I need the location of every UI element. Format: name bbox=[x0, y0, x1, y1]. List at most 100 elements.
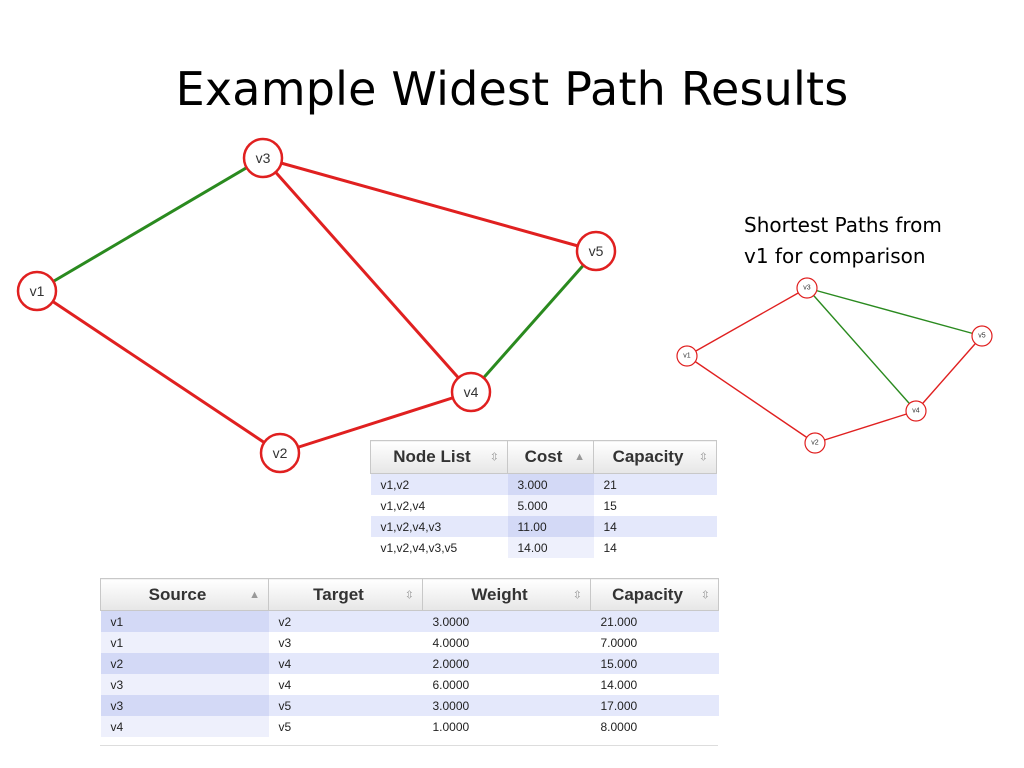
capacity-cell: 8.0000 bbox=[590, 716, 719, 737]
table-row[interactable]: v1 v2 3.0000 21.000 bbox=[100, 610, 719, 632]
source-cell: v3 bbox=[100, 674, 269, 695]
node-v2[interactable]: v2 bbox=[259, 432, 301, 474]
node-v3[interactable]: v3 bbox=[796, 277, 818, 299]
capacity-cell: 14 bbox=[593, 516, 717, 537]
node-circle bbox=[16, 270, 58, 312]
widest-path-graph: v1 v2 v3 v4 v5 bbox=[16, 137, 617, 474]
node-list-cell: v1,v2,v4 bbox=[370, 495, 508, 516]
cost-cell: 14.00 bbox=[507, 537, 594, 558]
table-row[interactable]: v2 v4 2.0000 15.000 bbox=[100, 653, 719, 674]
column-header-label: Capacity bbox=[612, 447, 684, 466]
node-circle bbox=[796, 277, 818, 299]
node-label: v3 bbox=[256, 150, 271, 166]
node-v5[interactable]: v5 bbox=[575, 230, 617, 272]
node-v5[interactable]: v5 bbox=[971, 325, 993, 347]
column-header-capacity[interactable]: Capacity⇳ bbox=[593, 440, 717, 474]
edge-v1-v3-red bbox=[686, 287, 808, 357]
node-list-cell: v1,v2,v4,v3,v5 bbox=[370, 537, 508, 558]
sort-asc-icon: ▲ bbox=[249, 588, 260, 601]
node-circle bbox=[450, 371, 492, 413]
table-row[interactable]: v1 v3 4.0000 7.0000 bbox=[100, 632, 719, 653]
node-label: v4 bbox=[912, 408, 920, 415]
comparison-caption: Shortest Paths from v1 for comparison bbox=[744, 210, 1004, 272]
node-label: v4 bbox=[464, 384, 479, 400]
node-label: v1 bbox=[30, 283, 45, 299]
weight-cell: 3.0000 bbox=[422, 695, 591, 716]
source-cell: v2 bbox=[100, 653, 269, 674]
target-cell: v4 bbox=[268, 653, 423, 674]
sort-both-icon: ⇳ bbox=[572, 589, 582, 601]
column-header-weight[interactable]: Weight ⇳ bbox=[422, 578, 591, 611]
edge-v1-v2-red bbox=[36, 289, 281, 455]
table-row[interactable]: v1,v2,v4,v3 11.00 14 bbox=[370, 516, 717, 537]
node-v2[interactable]: v2 bbox=[804, 432, 826, 454]
target-cell: v4 bbox=[268, 674, 423, 695]
table-row[interactable]: v4 v5 1.0000 8.0000 bbox=[100, 716, 719, 737]
table-row[interactable]: v1,v2,v4,v3,v5 14.00 14 bbox=[370, 537, 717, 558]
source-cell: v3 bbox=[100, 695, 269, 716]
table-row[interactable]: v1,v2,v4 5.000 15 bbox=[370, 495, 717, 516]
sort-both-icon: ⇳ bbox=[700, 589, 710, 601]
edge-v2-v4-red bbox=[814, 410, 917, 444]
node-circle bbox=[971, 325, 993, 347]
column-header-label: Weight bbox=[471, 584, 528, 604]
capacity-cell: 14.000 bbox=[590, 674, 719, 695]
shortest-path-graph: v1 v2 v3 v4 v5 bbox=[676, 277, 993, 454]
column-header-source[interactable]: Source ▲ bbox=[100, 578, 269, 611]
weight-cell: 4.0000 bbox=[422, 632, 591, 653]
column-header-capacity[interactable]: Capacity ⇳ bbox=[590, 578, 719, 611]
node-list-cell: v1,v2 bbox=[370, 473, 508, 495]
cost-cell: 3.000 bbox=[507, 473, 594, 495]
source-cell: v1 bbox=[100, 632, 269, 653]
edge-v1-v2-red bbox=[686, 355, 816, 444]
weight-cell: 3.0000 bbox=[422, 610, 591, 632]
edge-v2-v4-red bbox=[279, 390, 472, 455]
node-v4[interactable]: v4 bbox=[905, 400, 927, 422]
table-row[interactable]: v3 v5 3.0000 17.000 bbox=[100, 695, 719, 716]
capacity-cell: 21 bbox=[593, 473, 717, 495]
edge-v3-v5-red bbox=[262, 156, 597, 253]
path-results-table: Node List⇳ Cost ▲ Capacity⇳ v1,v2 3.000 2… bbox=[370, 440, 717, 558]
column-header-label: Capacity bbox=[612, 584, 683, 604]
target-cell: v5 bbox=[268, 716, 423, 737]
path-results-header-row: Node List⇳ Cost ▲ Capacity⇳ bbox=[370, 440, 717, 474]
table-row[interactable]: v3 v4 6.0000 14.000 bbox=[100, 674, 719, 695]
edge-v3-v5-green bbox=[806, 287, 983, 337]
node-circle bbox=[242, 137, 284, 179]
capacity-cell: 21.000 bbox=[590, 610, 719, 632]
column-header-label: Source bbox=[148, 584, 207, 604]
target-cell: v3 bbox=[268, 632, 423, 653]
node-label: v1 bbox=[683, 353, 691, 360]
edge-v1-v3-green bbox=[36, 156, 264, 293]
node-circle bbox=[575, 230, 617, 272]
target-cell: v2 bbox=[268, 610, 423, 632]
column-header-target[interactable]: Target⇳ bbox=[268, 578, 423, 611]
node-circle bbox=[905, 400, 927, 422]
node-label: v2 bbox=[273, 445, 288, 461]
node-v1[interactable]: v1 bbox=[676, 345, 698, 367]
node-v1[interactable]: v1 bbox=[16, 270, 58, 312]
node-label: v3 bbox=[803, 285, 811, 292]
table-row[interactable]: v1,v2 3.000 21 bbox=[370, 473, 717, 495]
source-cell: v1 bbox=[100, 610, 269, 632]
edge-v3-v4-green bbox=[806, 287, 917, 412]
edge-v4-v5-red bbox=[915, 335, 983, 412]
sort-asc-icon: ▲ bbox=[574, 451, 585, 463]
edge-v4-v5-green bbox=[469, 250, 598, 393]
column-header-label: Cost bbox=[524, 447, 563, 466]
edge-list-header-row: Source ▲ Target⇳ Weight ⇳ Capacity ⇳ bbox=[100, 578, 719, 611]
node-circle bbox=[676, 345, 698, 367]
target-cell: v5 bbox=[268, 695, 423, 716]
column-header-cost[interactable]: Cost ▲ bbox=[507, 440, 594, 474]
cost-cell: 5.000 bbox=[507, 495, 594, 516]
node-v4[interactable]: v4 bbox=[450, 371, 492, 413]
caption-line-2: v1 for comparison bbox=[744, 244, 926, 268]
column-header-label: Target bbox=[313, 584, 364, 604]
caption-line-1: Shortest Paths from bbox=[744, 213, 942, 237]
column-header-node-list[interactable]: Node List⇳ bbox=[370, 440, 508, 474]
node-circle bbox=[804, 432, 826, 454]
edge-list-table: Source ▲ Target⇳ Weight ⇳ Capacity ⇳ v1 v2 … bbox=[100, 578, 719, 737]
node-v3[interactable]: v3 bbox=[242, 137, 284, 179]
capacity-cell: 15 bbox=[593, 495, 717, 516]
source-cell: v4 bbox=[100, 716, 269, 737]
